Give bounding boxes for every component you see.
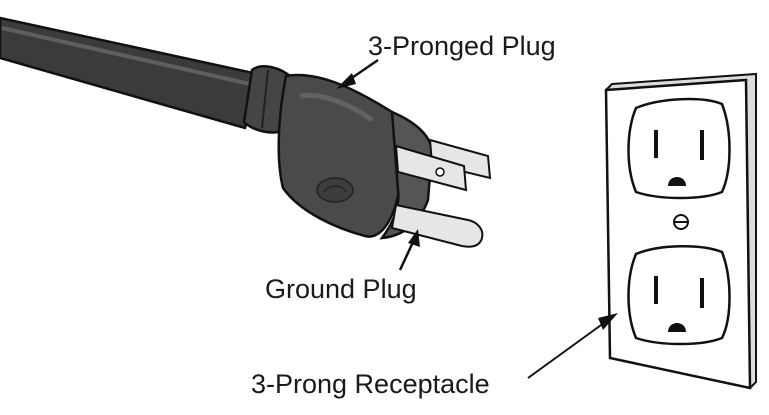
upper-slot-left [654, 130, 658, 158]
upper-ground-hole [668, 177, 686, 186]
ground-prong [390, 203, 484, 248]
callout-arrow-receptacle [527, 313, 618, 379]
power-cord [0, 16, 260, 130]
flat-prongs [394, 138, 492, 192]
plate-screw [673, 214, 689, 230]
ground-plug-label: Ground Plug [265, 274, 417, 304]
callout-arrow-ground [398, 229, 420, 271]
upper-slot-right [700, 130, 704, 160]
pronged-plug-label: 3-Pronged Plug [368, 31, 556, 61]
callout-arrow-pronged [336, 58, 379, 89]
upper-outlet [627, 97, 731, 200]
lower-slot-left [654, 276, 658, 304]
lower-slot-right [700, 278, 704, 308]
lower-outlet [627, 245, 731, 346]
receptacle-label: 3-Prong Receptacle [251, 369, 490, 399]
lower-ground-hole [668, 323, 686, 332]
